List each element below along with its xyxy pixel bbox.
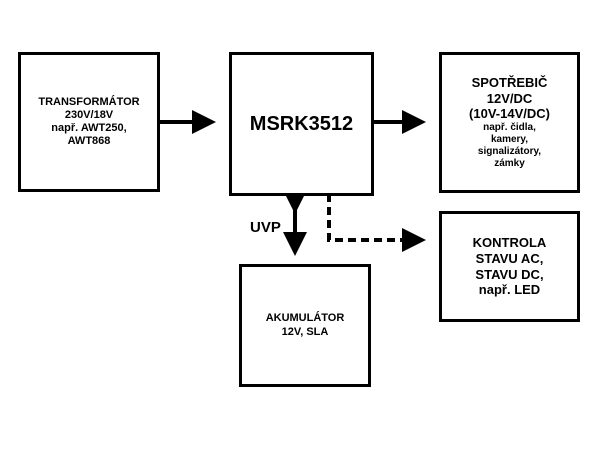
consumer-title: SPOTŘEBIČ	[471, 75, 548, 91]
status-line: KONTROLA	[472, 235, 547, 251]
consumer-box: SPOTŘEBIČ 12V/DC (10V-14V/DC) např. čidl…	[439, 52, 580, 193]
consumer-detail: signalizátory,	[477, 145, 542, 157]
status-line: STAVU DC,	[475, 266, 544, 282]
transformer-title: TRANSFORMÁTOR	[38, 95, 140, 108]
transformer-example: např. AWT250,	[51, 122, 127, 134]
dashed-arrow-module-to-status	[327, 194, 426, 252]
consumer-detail: např. čidla,	[483, 121, 536, 133]
transformer-model: AWT868	[67, 135, 111, 148]
battery-title: AKUMULÁTOR	[265, 312, 345, 325]
status-box: KONTROLA STAVU AC, STAVU DC, např. LED	[439, 211, 580, 322]
transformer-box: TRANSFORMÁTOR 230V/18V např. AWT250, AWT…	[18, 52, 160, 192]
module-box: MSRK3512	[229, 52, 374, 196]
battery-box: AKUMULÁTOR 12V, SLA	[239, 264, 371, 387]
consumer-voltage-range: (10V-14V/DC)	[469, 106, 550, 122]
consumer-voltage: 12V/DC	[486, 90, 533, 106]
status-line: STAVU AC,	[475, 250, 544, 266]
status-line: např. LED	[478, 282, 541, 298]
module-title: MSRK3512	[249, 113, 354, 135]
consumer-detail: kamery,	[490, 133, 529, 145]
uvp-label: UVP	[250, 219, 281, 236]
battery-spec: 12V, SLA	[281, 325, 329, 338]
consumer-detail: zámky	[494, 157, 525, 169]
transformer-voltage: 230V/18V	[64, 108, 114, 121]
